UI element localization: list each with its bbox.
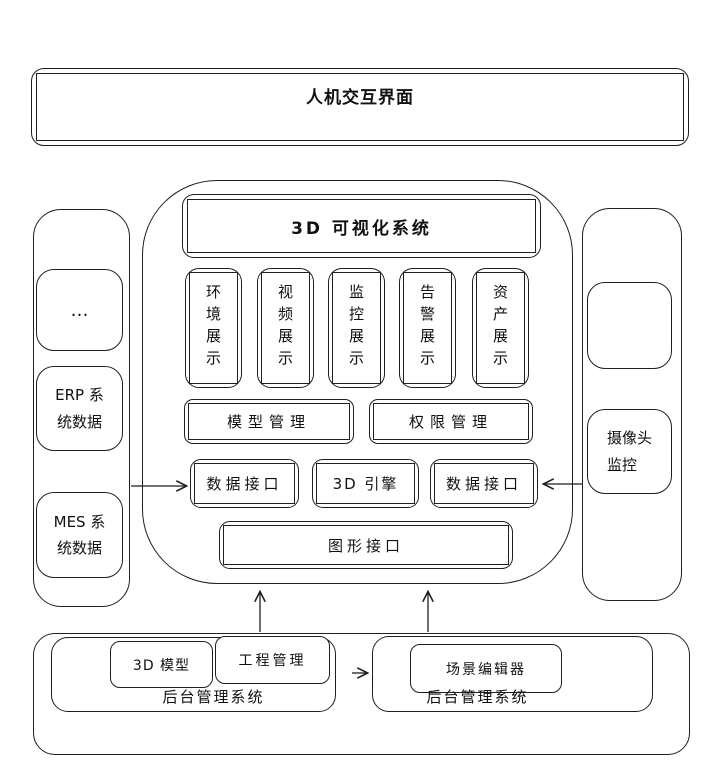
engine-3d-label: 3D 引擎 [332,475,399,493]
scene-editor-box: 场景编辑器 [410,644,562,693]
permission-management-box: 权限管理 [369,399,533,444]
data-interface-right-box: 数据接口 [430,459,538,508]
data-interface-left-label: 数据接口 [206,475,283,493]
module-alarm-label: 告警展示 [418,284,436,372]
data-interface-left-box: 数据接口 [190,459,299,508]
hmi-banner-title: 人机交互界面 [306,88,414,108]
backend-system-right: 场景编辑器 后台管理系统 [372,636,653,712]
system-title-box: 3D 可视化系统 [182,194,541,258]
module-video-display: 视频展示 [257,268,314,388]
scene-editor-label: 场景编辑器 [446,661,526,678]
module-monitor-label: 监控展示 [347,284,365,372]
backend-system-left-label: 后台管理系统 [162,688,265,706]
model-3d-label: 3D 模型 [132,657,191,674]
more-sources-label: … [70,299,89,321]
camera-empty-box [587,282,672,369]
camera-monitor-box: 摄像头 监控 [587,409,672,494]
hmi-banner: 人机交互界面 [31,68,689,146]
center-system-container: 3D 可视化系统 环境展示 视频展示 监控展示 告警展示 资产展示 模型管理 权… [142,180,573,584]
module-alarm-display: 告警展示 [399,268,456,388]
mes-data-label: MES 系 统数据 [53,512,106,557]
graphics-interface-label: 图形接口 [327,536,404,555]
backend-system-right-label: 后台管理系统 [426,688,529,706]
erp-data-label: ERP 系 统数据 [55,386,104,431]
camera-monitor-label: 摄像头 监控 [606,429,652,474]
model-management-box: 模型管理 [184,399,354,444]
left-datasource-panel: … ERP 系 统数据 MES 系 统数据 [33,209,130,607]
project-management-box: 工程管理 [215,636,330,684]
bottom-section-container: 3D 模型 工程管理 后台管理系统 场景编辑器 后台管理系统 [33,633,690,755]
project-management-label: 工程管理 [238,653,307,669]
module-asset-display: 资产展示 [472,268,529,388]
module-monitor-display: 监控展示 [328,268,385,388]
data-interface-right-label: 数据接口 [445,475,522,493]
model-3d-box: 3D 模型 [110,641,213,688]
permission-management-label: 权限管理 [408,413,493,431]
module-env-display: 环境展示 [185,268,242,388]
graphics-interface-box: 图形接口 [219,521,513,569]
module-asset-label: 资产展示 [491,284,509,372]
backend-system-left: 3D 模型 工程管理 后台管理系统 [51,636,336,712]
mes-data-box: MES 系 统数据 [36,492,123,578]
right-camera-panel: 摄像头 监控 [582,208,682,601]
model-management-label: 模型管理 [226,413,311,431]
more-sources-box: … [36,269,123,351]
system-title: 3D 可视化系统 [291,218,432,239]
module-env-label: 环境展示 [204,284,222,372]
module-video-label: 视频展示 [276,284,294,372]
engine-3d-box: 3D 引擎 [312,459,419,508]
erp-data-box: ERP 系 统数据 [36,366,123,451]
